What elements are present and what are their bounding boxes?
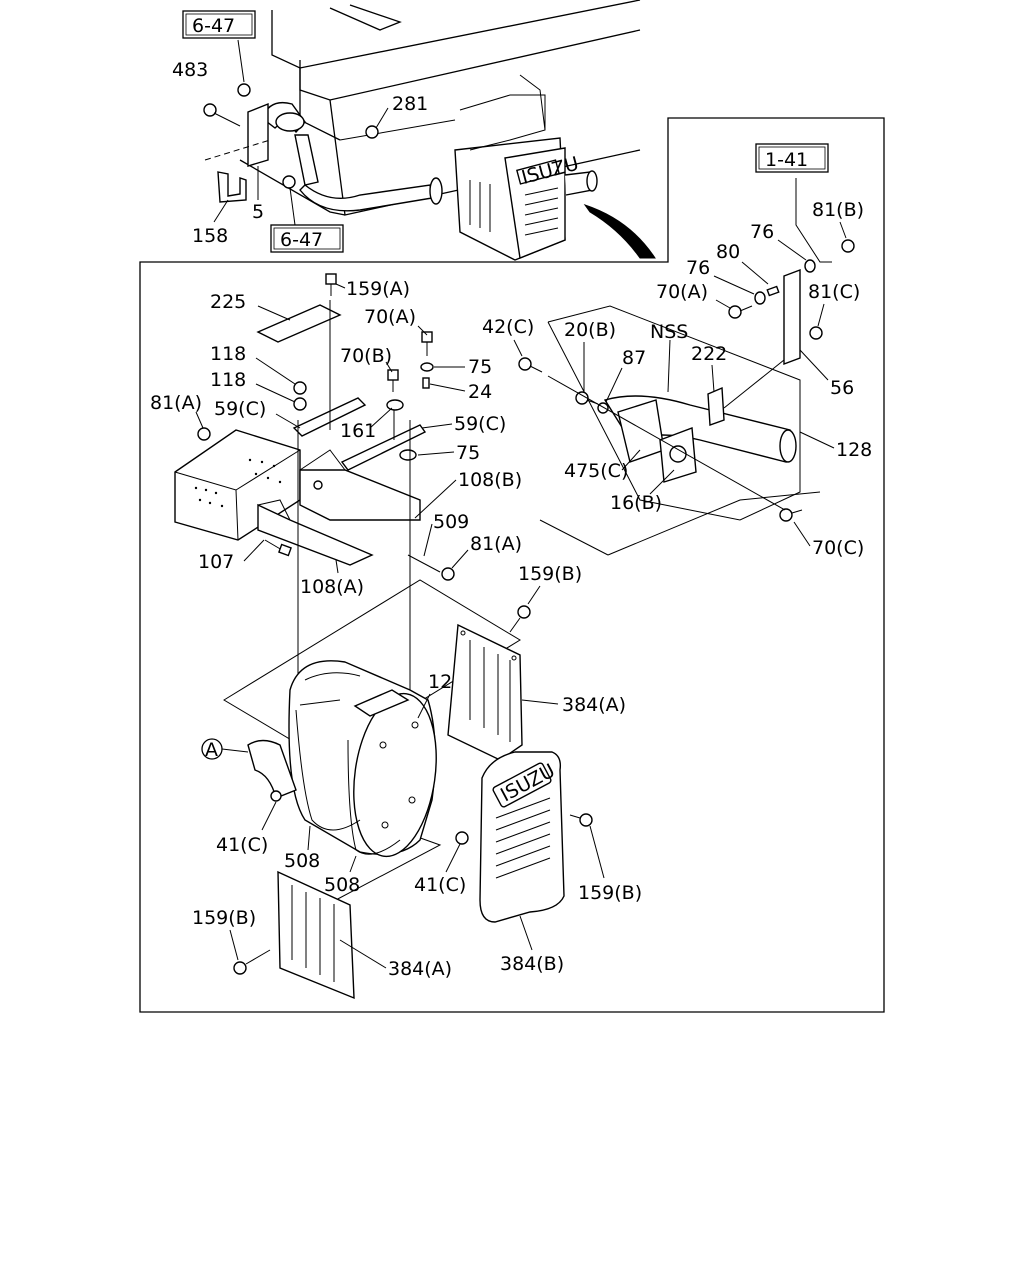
callout-41c-1: 41(C) [216, 834, 268, 856]
ref-box-top[interactable]: 6-47 [182, 10, 256, 39]
callout-81b: 81(B) [812, 199, 864, 221]
callout-128: 128 [836, 439, 872, 461]
callout-80: 80 [716, 241, 740, 263]
callout-5: 5 [252, 201, 264, 223]
callout-81c: 81(C) [808, 281, 860, 303]
callout-118-1: 118 [210, 343, 246, 365]
callout-107: 107 [198, 551, 234, 573]
callout-20b: 20(B) [564, 319, 616, 341]
callout-24: 24 [468, 381, 492, 403]
ref-box-top-label: 6-47 [192, 15, 235, 37]
callout-75-2: 75 [456, 442, 480, 464]
ref-box-bottom[interactable]: 6-47 [270, 224, 344, 253]
callout-483: 483 [172, 59, 208, 81]
callout-281: 281 [392, 93, 428, 115]
callout-59c-2: 59(C) [454, 413, 506, 435]
overview-inset: ISUZU [139, 0, 885, 1013]
callout-384a-2: 384(A) [388, 958, 452, 980]
ref-box-right-label: 1-41 [765, 149, 808, 171]
callout-108a: 108(A) [300, 576, 364, 598]
callout-81a-2: 81(A) [470, 533, 522, 555]
callout-16b: 16(B) [610, 492, 662, 514]
callout-159b-2: 159(B) [578, 882, 642, 904]
pipe-assembly [518, 178, 855, 556]
callout-108b: 108(B) [458, 469, 522, 491]
callout-508-1: 508 [284, 850, 320, 872]
callout-70a-2: 70(A) [656, 281, 708, 303]
callout-12: 12 [428, 671, 452, 693]
nut-81a-left [197, 427, 211, 441]
callout-384a-1: 384(A) [562, 694, 626, 716]
callout-508-2: 508 [324, 874, 360, 896]
callout-159b-3: 159(B) [192, 907, 256, 929]
callout-118-2: 118 [210, 369, 246, 391]
ref-box-right[interactable]: 1-41 [755, 143, 829, 173]
callout-a: A [205, 739, 218, 761]
callout-81a-1: 81(A) [150, 392, 202, 414]
callout-87: 87 [622, 347, 646, 369]
bracket-assembly [174, 273, 455, 700]
callout-76-1: 76 [750, 221, 774, 243]
callout-70a-1: 70(A) [364, 306, 416, 328]
callout-75-1: 75 [468, 356, 492, 378]
callout-159a: 159(A) [346, 278, 410, 300]
nut-281 [365, 125, 379, 139]
callout-76-2: 76 [686, 257, 710, 279]
callout-475c: 475(C) [564, 460, 628, 482]
callout-509: 509 [433, 511, 469, 533]
ref-box-bottom-label: 6-47 [280, 229, 323, 251]
callout-56: 56 [830, 377, 854, 399]
callout-42c: 42(C) [482, 316, 534, 338]
callout-70b: 70(B) [340, 345, 392, 367]
callout-384b: 384(B) [500, 953, 564, 975]
callout-161: 161 [340, 420, 376, 442]
callout-41c-2: 41(C) [414, 874, 466, 896]
bolt-483 [203, 103, 241, 127]
callout-158: 158 [192, 225, 228, 247]
callout-59c-1: 59(C) [214, 398, 266, 420]
callout-222: 222 [691, 343, 727, 365]
callout-225: 225 [210, 291, 246, 313]
view-marker-a: A [201, 738, 249, 761]
muffler-assembly: ISUZU [223, 579, 593, 1000]
callout-nss: NSS [650, 321, 688, 343]
nut-81a-lower [441, 567, 455, 581]
callout-70c: 70(C) [812, 537, 864, 559]
callout-159b-1: 159(B) [518, 563, 582, 585]
